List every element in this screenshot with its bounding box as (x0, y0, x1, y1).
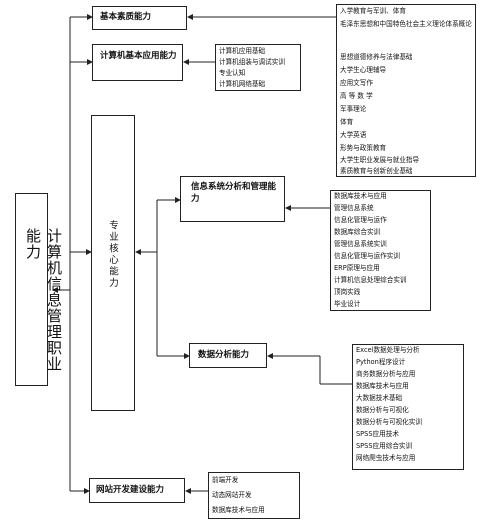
root-label: 计算机信息管理职业能力 (24, 228, 63, 372)
list-item: ERP原理与应用 (334, 264, 380, 272)
computer-title: 计算机基本应用能力 (100, 51, 177, 61)
list-item: 管理信息系统实训 (334, 240, 387, 248)
list-item: 毛泽东思想和中国特色社会主义理论体系概论 (340, 20, 472, 28)
list-item: 计算机信息处理综合实训 (334, 276, 407, 284)
infosys-title: 信息系统分析和管理能力 (191, 182, 277, 204)
list-item: 网络爬虫技术与应用 (356, 454, 416, 462)
list-item: 大学生职业发展与就业指导 (340, 156, 420, 164)
list-item: 应用文写作 (340, 79, 373, 87)
list-item: 计算机组装与调试实训 (219, 58, 285, 66)
list-item: Python程序设计 (356, 358, 406, 366)
list-item: 数据库技术与应用 (334, 192, 387, 200)
core-box: 专业核心能力 (91, 115, 135, 411)
computer-title-box: 计算机基本应用能力 (92, 44, 183, 81)
list-item: SPSS应用技术 (356, 430, 399, 438)
list-item: 数据库技术与应用 (356, 382, 409, 390)
list-item: 体育 (340, 118, 354, 126)
list-item: 数据分析与可视化实训 (356, 418, 422, 426)
infosys-title-box: 信息系统分析和管理能力 (180, 176, 285, 222)
basic-title-box: 基本素质能力 (92, 6, 187, 30)
list-item: 思想道德修养与法律基础 (340, 53, 413, 61)
list-item: 前端开发 (212, 476, 239, 484)
core-label: 专业核心能力 (107, 220, 118, 289)
list-item: 素质教育与创新创业基础 (340, 167, 413, 175)
root-box: 计算机信息管理职业能力 (15, 193, 63, 386)
list-item: 数据分析与可视化 (356, 406, 409, 414)
list-item: 大数据技术基础 (356, 394, 403, 402)
data-items-box: Excel数据处理与分析 Python程序设计 商务数据分析与应用 数据库技术与… (352, 344, 464, 470)
list-item: 入学教育与军训、体育 (340, 7, 406, 15)
web-title-box: 网站开发建设能力 (89, 478, 185, 503)
web-title: 网站开发建设能力 (96, 485, 165, 495)
list-item: 计算机应用基础 (219, 47, 266, 55)
list-item: 军事理论 (340, 105, 367, 113)
list-item: 毕业设计 (334, 300, 361, 308)
list-item: SPSS应用综合实训 (356, 442, 413, 450)
list-item: 计算机网络基础 (219, 80, 266, 88)
list-item: 形势与政策教育 (340, 144, 387, 152)
list-item: Excel数据处理与分析 (356, 346, 420, 354)
list-item: 高 等 数 学 (340, 92, 373, 100)
web-items-box: 前端开发 动态网站开发 数据库技术与应用 (208, 472, 300, 519)
list-item: 管理信息系统 (334, 204, 374, 212)
list-item: 信息化管理与运作实训 (334, 252, 400, 260)
basic-items-box: 入学教育与军训、体育 毛泽东思想和中国特色社会主义理论体系概论 思想道德修养与法… (336, 4, 476, 177)
list-item: 信息化管理与运作 (334, 216, 387, 224)
list-item: 大学生心理辅导 (340, 66, 387, 74)
list-item: 商务数据分析与应用 (356, 370, 416, 378)
list-item: 顶岗实践 (334, 288, 361, 296)
data-title: 数据分析能力 (198, 350, 250, 360)
list-item: 大学英语 (340, 131, 367, 139)
list-item: 专业认知 (219, 69, 246, 77)
infosys-items-box: 数据库技术与应用 管理信息系统 信息化管理与运作 数据库综合实训 管理信息系统实… (330, 190, 431, 311)
data-title-box: 数据分析能力 (189, 343, 267, 368)
list-item: 动态网站开发 (212, 491, 252, 499)
list-item: 数据库综合实训 (334, 228, 381, 236)
list-item: 数据库技术与应用 (212, 506, 265, 514)
computer-items-box: 计算机应用基础 计算机组装与调试实训 专业认知 计算机网络基础 (215, 44, 301, 91)
basic-title: 基本素质能力 (100, 12, 152, 22)
